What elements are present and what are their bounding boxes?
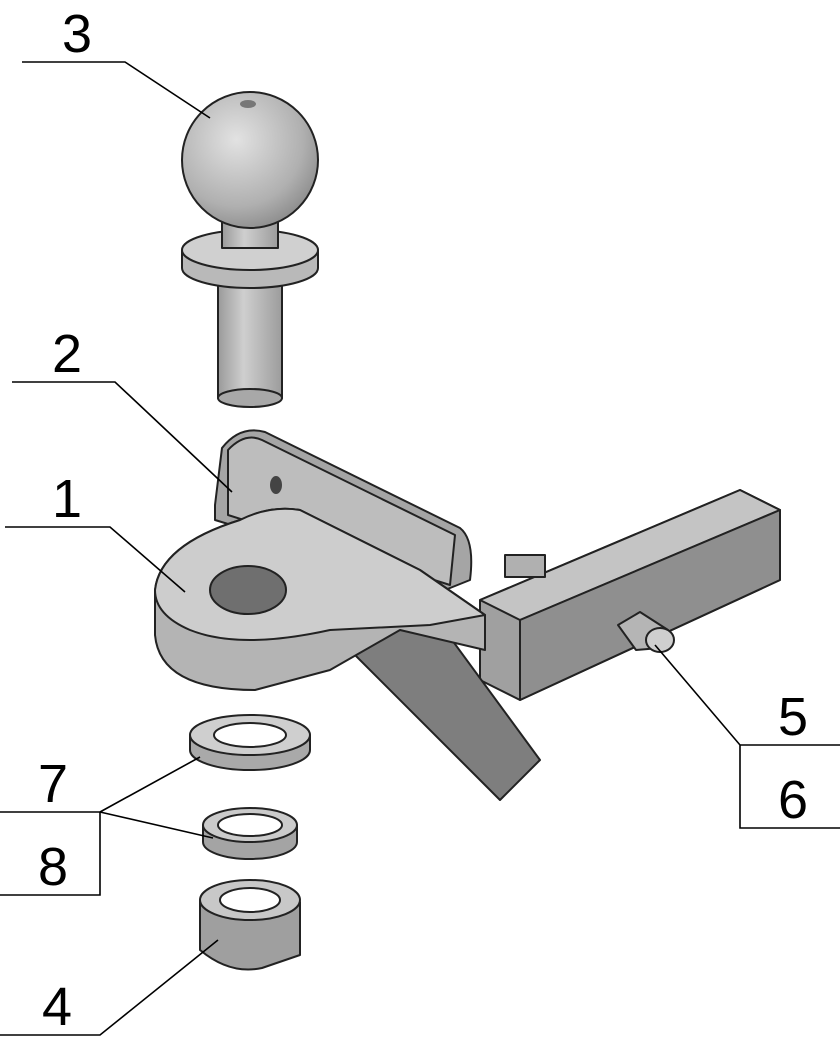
square-bar-part [479, 489, 781, 701]
callout-1: 1 [52, 469, 82, 529]
hitch-body-part [154, 507, 541, 801]
callout-8: 8 [38, 837, 68, 897]
nut-part [199, 879, 301, 971]
leader-lines [0, 61, 840, 1036]
tow-ball-part [181, 91, 319, 408]
callout-6: 6 [778, 770, 808, 830]
callout-2: 2 [52, 324, 82, 384]
callout-4: 4 [42, 977, 72, 1037]
callout-5: 5 [778, 687, 808, 747]
callout-7: 7 [38, 754, 68, 814]
mounting-plate-part [214, 429, 473, 591]
spring-washer-part [202, 807, 298, 860]
callout-3: 3 [62, 4, 92, 64]
flat-washer-part [189, 714, 311, 771]
